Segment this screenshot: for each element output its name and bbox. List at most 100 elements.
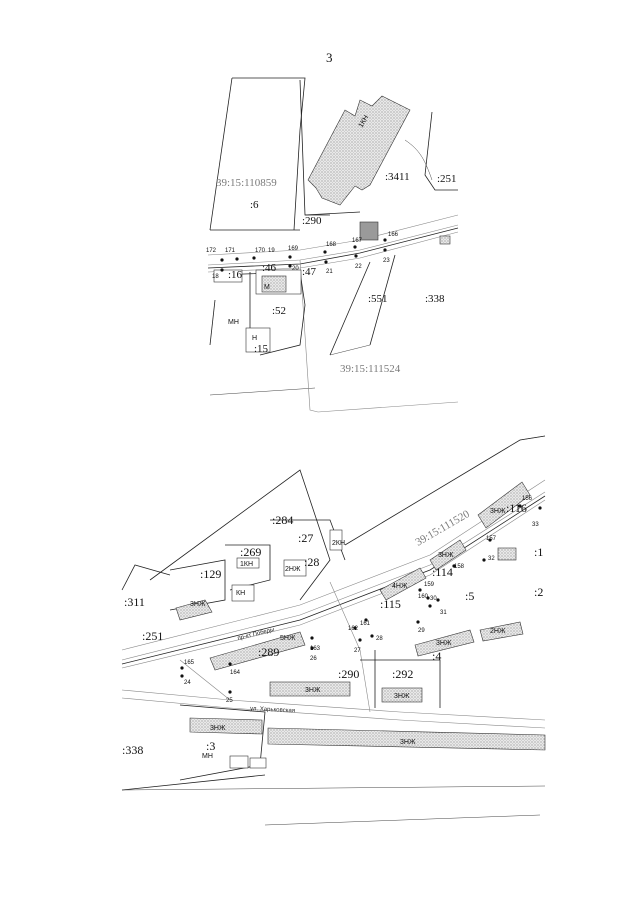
cadastral-block-label: 39:15:111520 [414,508,473,549]
building-tag: 3НЖ [210,725,226,732]
parcel-label: :115 [380,597,401,611]
stream-line [404,139,433,181]
svg-text:23: 23 [383,258,390,264]
building [236,557,260,569]
road-edge [207,231,459,273]
parcel-label: :2 [534,585,543,599]
parcel-label: :3 [206,739,215,753]
building-3nzh [429,539,467,571]
map-bottom: 3НЖ КН 1КН 2НЖ 2КН 4НЖ 3НЖ 3НЖ 5НЖ 3НЖ 2… [121,435,546,826]
parcel-label: :338 [122,743,143,757]
building-tag: 1КН [240,561,253,568]
building-3nzh [381,687,423,703]
svg-text:163: 163 [310,646,321,652]
building-small [439,235,451,245]
parcel-label: :28 [304,555,319,569]
svg-text:160: 160 [418,594,429,600]
building-3nzh [414,629,475,657]
parcel-label: :116 [506,501,527,515]
svg-text:26: 26 [310,656,317,662]
svg-text:31: 31 [440,610,447,616]
parcel-label: :16 [228,269,243,281]
building-small [359,221,379,241]
parcel-label: :251 [142,629,163,643]
road-edge [121,697,546,729]
parcel-label: :338 [425,293,445,305]
building-tag: 3НЖ [400,739,416,746]
building-tag: 3НЖ [438,552,454,559]
svg-text:162: 162 [348,626,359,632]
building-tag: 3НЖ [394,693,410,700]
boundary-line [121,495,546,665]
road-edge [317,401,459,413]
svg-text:24: 24 [184,680,191,686]
svg-text:158: 158 [454,564,465,570]
parcel-label: :52 [272,305,286,317]
svg-text:170: 170 [255,248,266,254]
parcel-label: :114 [432,565,453,579]
road-edge [121,479,546,651]
road-edge [121,499,546,669]
svg-text:27: 27 [354,648,361,654]
parcel-boundary [121,774,266,791]
building-tag: МН [228,319,239,326]
svg-text:166: 166 [388,232,399,238]
building-tag: 2НЖ [490,628,506,635]
road-edge [121,491,546,661]
parcel-boundary [179,704,266,781]
parcel-boundary [360,659,441,708]
map-top: 1КН М Н МН 39:15:110859 39:15:111524 :6 … [206,77,459,413]
parcel-label: :4 [432,649,441,663]
map-edge [121,785,546,791]
road-edge [121,689,546,721]
parcel-label: :251 [437,173,457,185]
parcel-label: :6 [250,199,259,211]
road-edge [207,214,459,256]
parcel-label: :311 [124,595,145,609]
parcel-boundary [149,469,331,601]
svg-text:28: 28 [376,636,383,642]
building-tag: 4НЖ [392,583,408,590]
building [229,755,249,769]
parcel-boundary [424,111,458,191]
svg-text:167: 167 [352,238,363,244]
svg-text:172: 172 [206,248,217,254]
svg-text:29: 29 [418,628,425,634]
svg-text:19: 19 [268,248,275,254]
building-tag: Н [252,335,257,342]
building [497,547,517,561]
building [261,275,287,293]
parcel-boundary [209,299,216,346]
survey-points: 165 24 25 26 164 163 162 161 27 28 29 30… [180,496,542,704]
parcel-label: :269 [240,545,261,559]
building-3nzh-long [267,727,546,751]
building-tag: 3НЖ [490,508,506,515]
svg-text:171: 171 [225,248,236,254]
svg-text:30: 30 [430,596,437,602]
building-1kn [307,95,411,206]
svg-text:20: 20 [292,266,299,272]
parcel-boundary [329,344,371,356]
building-house [245,327,271,353]
parcel-label: :290 [338,667,359,681]
building-5nzh [209,631,306,671]
building-3nzh [477,481,531,529]
parcel-boundary [344,435,546,546]
svg-text:18: 18 [212,274,219,280]
building-4nzh [379,567,427,601]
building-3nzh [175,599,213,621]
cadastral-block-label: 39:15:110859 [216,177,277,189]
parcel-label: :15 [254,343,269,355]
building-tag: МН [202,753,213,760]
building-tag: М [264,284,270,291]
building-tag: 3НЖ [190,601,206,608]
parcel-boundary [369,254,396,346]
road-edge [207,224,459,266]
parcel-label: :1 [534,545,543,559]
building [231,584,255,602]
parcel-label: :289 [258,645,279,659]
road-edge [179,659,231,701]
svg-text:169: 169 [288,246,299,252]
